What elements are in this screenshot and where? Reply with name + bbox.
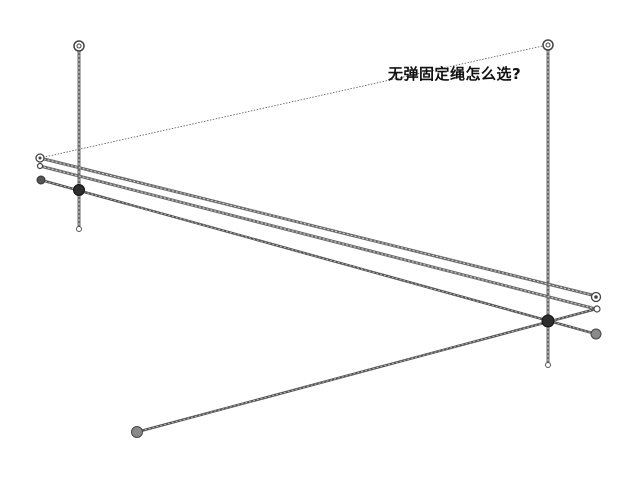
question-caption: 无弹固定绳怎么选? <box>388 65 522 83</box>
right-rope-end-2 <box>593 305 601 313</box>
left-pole-bottom-end <box>76 226 82 232</box>
diagonal-rope-2 <box>39 164 597 311</box>
diagonal-rope-1 <box>39 156 597 298</box>
dashed-reference-line <box>39 44 548 159</box>
right-rope-end-ball-3 <box>590 328 602 340</box>
lower-rope-end-ball <box>131 426 143 438</box>
left-knot-icon <box>73 184 85 196</box>
top-right-anchor-ring-icon <box>542 39 554 51</box>
top-left-anchor-ring-icon <box>73 40 85 52</box>
lower-rope <box>136 307 597 434</box>
diagonal-rope-3 <box>40 178 597 336</box>
right-knot-icon <box>541 314 555 328</box>
left-rope-end-ring-1 <box>35 153 45 163</box>
left-rope-end-2 <box>36 162 44 170</box>
right-pole-bottom-end <box>545 362 551 368</box>
right-rope-end-ring-1 <box>590 291 602 303</box>
left-rope-end-ball-3 <box>36 175 46 185</box>
